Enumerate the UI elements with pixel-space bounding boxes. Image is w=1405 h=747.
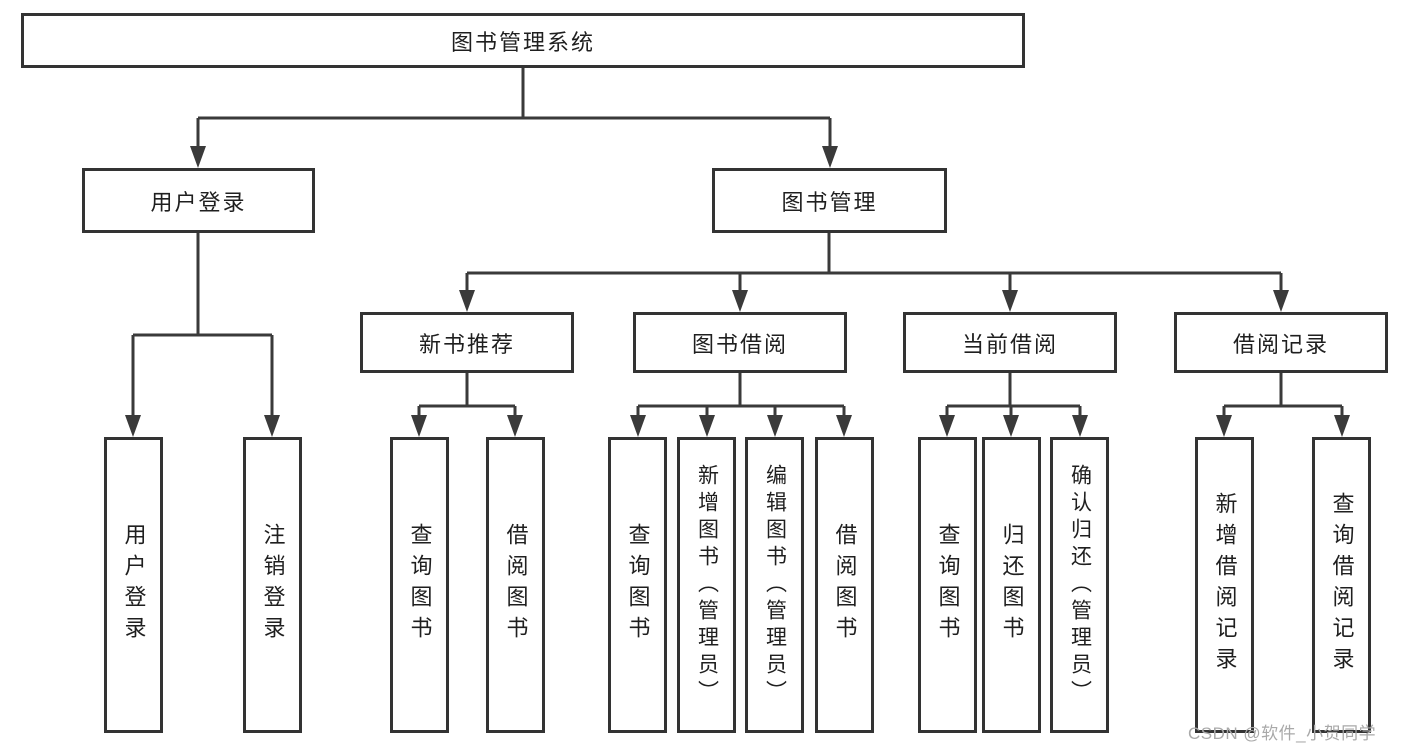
node-library-management-system: 图书管理系统 bbox=[21, 13, 1025, 68]
connector-lines bbox=[131, 68, 1344, 421]
leaf-current-query-books: 查询图书 bbox=[918, 437, 977, 733]
leaf-recommend-query-books: 查询图书 bbox=[390, 437, 449, 733]
leaf-borrow-borrow-books: 借阅图书 bbox=[815, 437, 874, 733]
arrowhead-icons bbox=[125, 146, 1350, 437]
leaf-logout: 注销登录 bbox=[243, 437, 302, 733]
leaf-borrow-add-books-admin: 新增图书（管理员） bbox=[677, 437, 736, 733]
leaf-user-login: 用户登录 bbox=[104, 437, 163, 733]
leaf-records-query-borrow-record: 查询借阅记录 bbox=[1312, 437, 1371, 733]
node-book-borrowing: 图书借阅 bbox=[633, 312, 847, 373]
leaf-current-return-books: 归还图书 bbox=[982, 437, 1041, 733]
csdn-watermark: CSDN @软件_小贺同学 bbox=[1188, 724, 1377, 743]
leaf-borrow-edit-books-admin: 编辑图书（管理员） bbox=[745, 437, 804, 733]
node-new-book-recommendation: 新书推荐 bbox=[360, 312, 574, 373]
leaf-current-confirm-return-admin: 确认归还（管理员） bbox=[1050, 437, 1109, 733]
node-current-borrowing: 当前借阅 bbox=[903, 312, 1117, 373]
node-book-management-branch: 图书管理 bbox=[712, 168, 947, 233]
leaf-recommend-borrow-books: 借阅图书 bbox=[486, 437, 545, 733]
leaf-records-add-borrow-record: 新增借阅记录 bbox=[1195, 437, 1254, 733]
node-borrowing-records: 借阅记录 bbox=[1174, 312, 1388, 373]
node-user-login-branch: 用户登录 bbox=[82, 168, 315, 233]
leaf-borrow-query-books: 查询图书 bbox=[608, 437, 667, 733]
